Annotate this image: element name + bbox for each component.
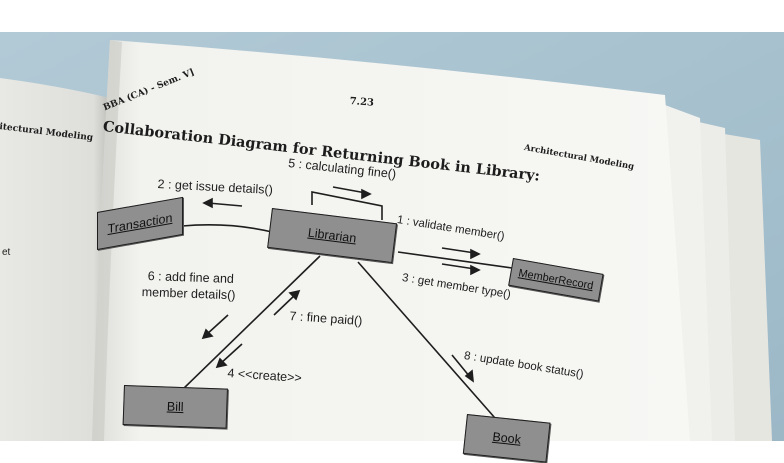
object-transaction-label: Transaction bbox=[107, 210, 173, 237]
message-4: 4 <<create>> bbox=[227, 366, 303, 386]
object-member-record-label: MemberRecord bbox=[517, 267, 595, 293]
object-member-record: MemberRecord bbox=[508, 258, 604, 302]
message-3: 3 : get member type() bbox=[401, 272, 512, 302]
object-bill-label: Bill bbox=[166, 399, 184, 415]
object-book-label: Book bbox=[491, 429, 522, 447]
header-left: BBA (CA) - Sem. V] bbox=[102, 67, 196, 114]
message-arrows bbox=[201, 186, 481, 383]
message-1: 1 : validate member() bbox=[396, 214, 506, 243]
diagram-links bbox=[181, 191, 513, 419]
message-8: 8 : update book status() bbox=[463, 350, 585, 381]
object-book: Book bbox=[462, 414, 551, 463]
object-librarian: Librarian bbox=[267, 208, 398, 264]
left-page-fragment: et bbox=[2, 247, 11, 258]
object-bill: Bill bbox=[122, 385, 228, 429]
message-2: 2 : get issue details() bbox=[157, 177, 274, 198]
message-6-line2: member details() bbox=[141, 285, 236, 303]
object-librarian-label: Librarian bbox=[307, 225, 358, 246]
book-page-text: BBA (CA) - Sem. V] 7.23 Architectural Mo… bbox=[0, 67, 635, 463]
object-transaction: Transaction bbox=[97, 196, 183, 250]
left-page bbox=[0, 78, 110, 441]
page-heading: Collaboration Diagram for Returning Book… bbox=[102, 118, 541, 185]
page-number: 7.23 bbox=[349, 96, 375, 109]
message-6-line1: 6 : add fine and bbox=[147, 269, 235, 286]
message-7: 7 : fine paid() bbox=[289, 309, 363, 329]
left-page-header: itectural Modeling bbox=[0, 122, 94, 144]
